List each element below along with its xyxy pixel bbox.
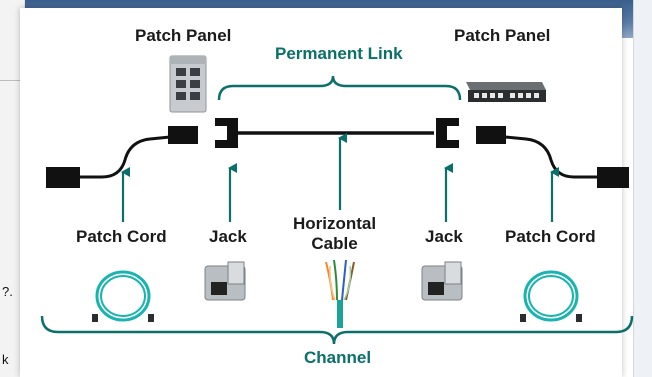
jack-left-label: Jack	[209, 227, 247, 246]
permanent-link-label: Permanent Link	[275, 44, 403, 63]
patch-cord-right-label: Patch Cord	[505, 227, 596, 246]
left-pane-text-fragment: k	[2, 352, 9, 367]
keystone-jack-left-icon	[204, 261, 246, 301]
background-right-pane	[633, 0, 652, 377]
rack-patch-panel-icon	[466, 82, 546, 102]
cable-pairs-icon	[325, 259, 355, 328]
coiled-patch-cord-left-icon	[92, 270, 154, 322]
channel-label: Channel	[304, 348, 372, 367]
patch-cord-right-cable	[504, 135, 598, 179]
permanent-link-bracket	[217, 75, 462, 101]
patch-panel-right-label: Patch Panel	[454, 26, 551, 45]
left-pane-divider	[0, 80, 24, 81]
patch-cord-left-label: Patch Cord	[76, 227, 167, 246]
patch-cord-left-plug	[168, 126, 198, 144]
patch-cord-right-end-plug	[597, 167, 629, 188]
patch-panel-left-label: Patch Panel	[135, 26, 232, 45]
patch-panel-module-icon	[169, 55, 207, 113]
jack-right-shape	[436, 118, 459, 148]
channel-bracket	[40, 315, 634, 345]
patch-cord-left-end-plug	[46, 167, 80, 188]
jack-right-label: Jack	[425, 227, 463, 246]
jack-left-shape	[215, 118, 238, 148]
keystone-jack-right-icon	[421, 261, 463, 301]
horizontal-cable-label: Horizontal Cable	[293, 214, 377, 253]
left-pane-text-fragment: ?.	[2, 284, 13, 299]
coiled-patch-cord-right-icon	[520, 270, 582, 322]
patch-cord-left-cable	[80, 135, 171, 179]
patch-cord-right-plug	[476, 126, 506, 144]
